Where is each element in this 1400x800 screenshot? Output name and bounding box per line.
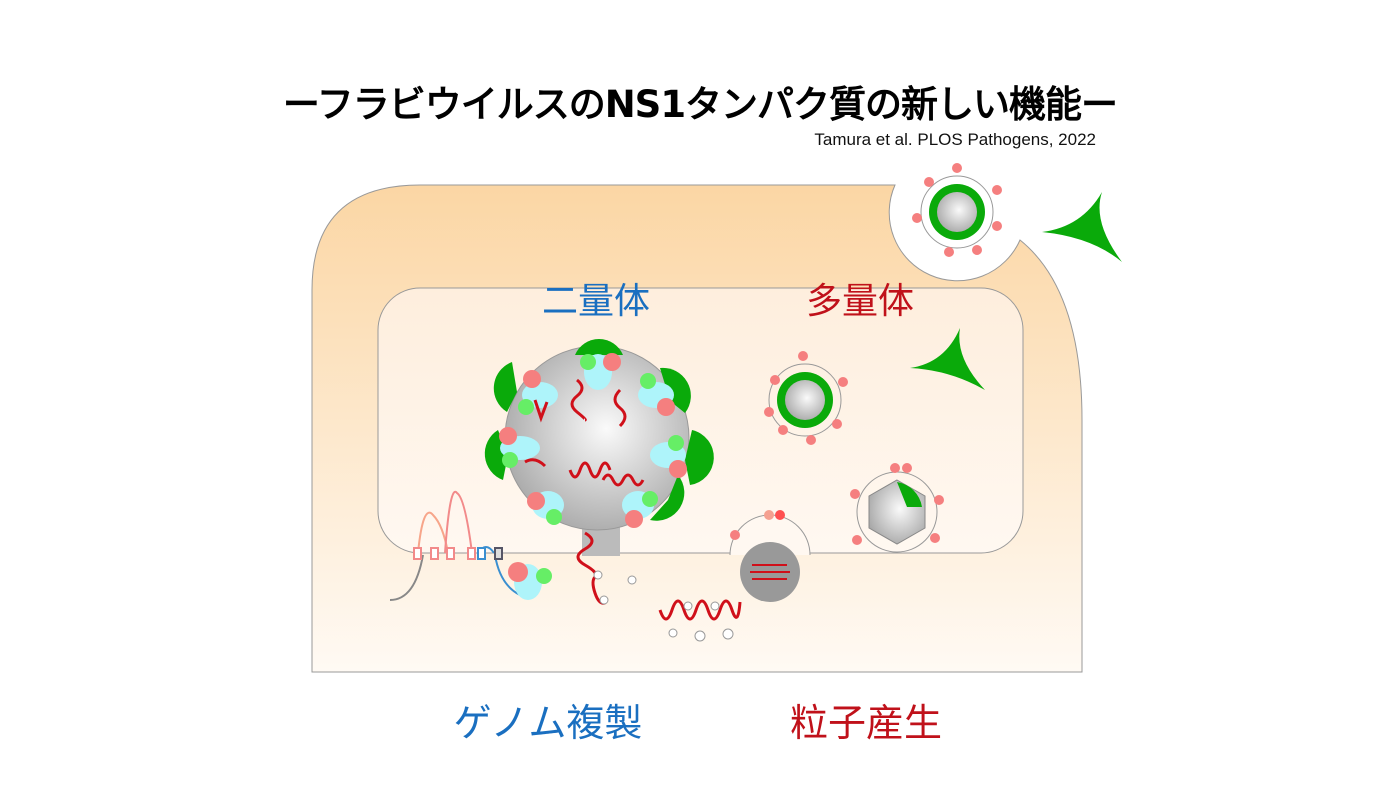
replication-vesicle [484,338,714,605]
label-multimer: 多量体 [805,281,915,322]
viral-rna [524,378,645,605]
translating-rna [593,570,742,642]
virion-immature [850,463,944,553]
page-title: ーフラビウイルスのNS1タンパク質の新しい機能ー [282,83,1118,126]
ns1-dimers [499,353,687,528]
assembling-virion [729,510,811,602]
ns1-hexamer-icon [1042,192,1122,262]
citation: Tamura et al. PLOS Pathogens, 2022 [814,130,1096,149]
virion-released [912,163,1002,257]
label-dimer: 二量体 [541,281,651,322]
er-membrane [377,287,1024,554]
virion-er [764,351,848,445]
label-particle-production: 粒子産生 [789,701,943,745]
label-genome-replication: ゲノム複製 [453,701,643,745]
polyprotein [389,490,552,601]
ns1-hexamer-icon [910,328,985,390]
